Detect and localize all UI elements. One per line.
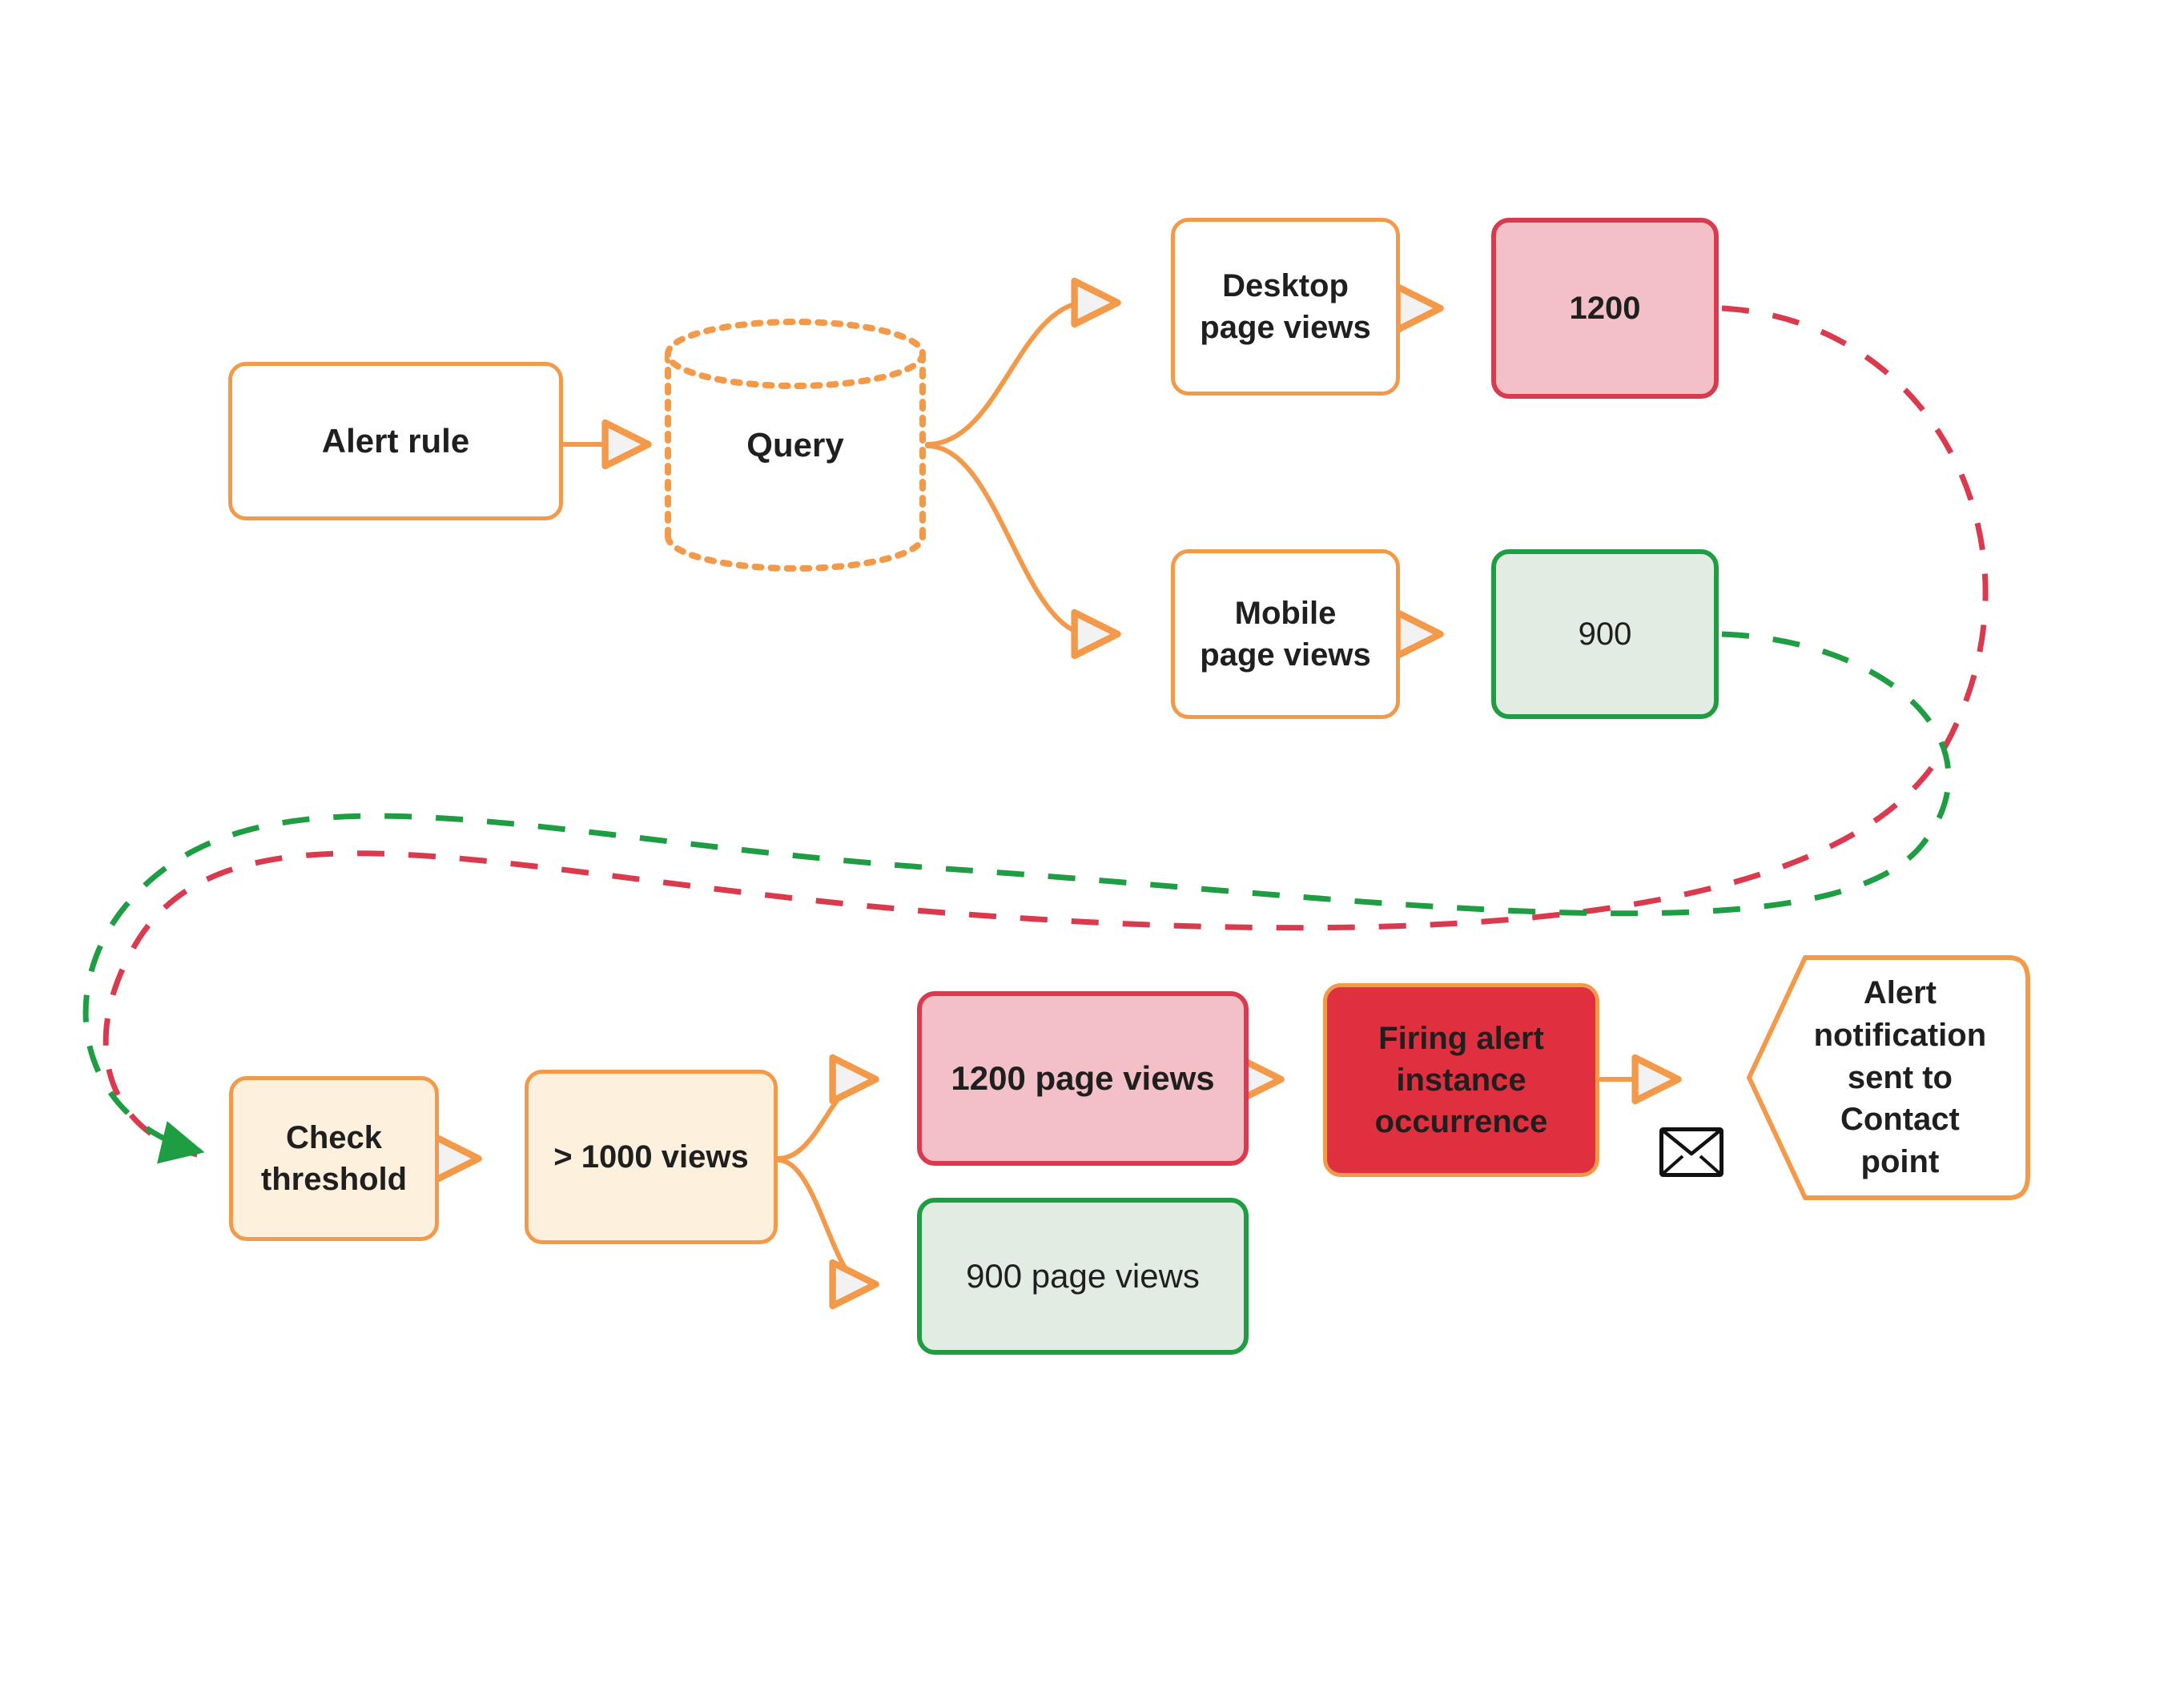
edge-900-to-check-threshold: [82, 631, 1952, 1164]
node-views-1200-label: 1200 page views: [951, 1058, 1215, 1097]
edge-query-to-desktop: [925, 277, 1121, 447]
node-check-threshold[interactable]: Check threshold: [229, 1076, 439, 1241]
edge-query-to-mobile: [925, 444, 1121, 660]
node-desktop-page-views-label: Desktop page views: [1200, 268, 1371, 345]
node-views-900[interactable]: 900 page views: [917, 1198, 1249, 1355]
node-gt-1000-views[interactable]: > 1000 views: [525, 1070, 778, 1244]
node-value-900[interactable]: 900: [1491, 549, 1719, 719]
node-query[interactable]: Query: [663, 317, 927, 573]
node-views-1200[interactable]: 1200 page views: [917, 991, 1249, 1166]
edge-gt1000-to-views1200: [776, 1054, 879, 1161]
node-alert-notification[interactable]: Alert notification sent to Contact point: [1744, 953, 2033, 1203]
edge-gt1000-to-views900: [776, 1158, 879, 1310]
hexagon-shape: [1747, 955, 2030, 1200]
node-value-1200-label: 1200: [1569, 291, 1641, 326]
node-views-900-label: 900 page views: [966, 1256, 1200, 1295]
node-mobile-page-views-label: Mobile page views: [1200, 596, 1371, 673]
node-value-900-label: 900: [1578, 617, 1632, 652]
node-check-threshold-label: Check threshold: [260, 1120, 408, 1197]
envelope-icon-glyph: [1659, 1127, 1723, 1177]
edge-1200-to-check-threshold: [103, 305, 1989, 1159]
node-alert-rule[interactable]: Alert rule: [228, 362, 563, 520]
node-value-1200[interactable]: 1200: [1491, 218, 1719, 399]
node-gt-1000-views-label: > 1000 views: [553, 1139, 749, 1175]
query-cylinder-shape: [665, 319, 926, 572]
node-firing-alert-label: Firing alert instance occurrence: [1374, 1021, 1548, 1139]
node-alert-rule-label: Alert rule: [321, 421, 470, 460]
node-desktop-page-views[interactable]: Desktop page views: [1171, 218, 1400, 396]
node-firing-alert[interactable]: Firing alert instance occurrence: [1323, 983, 1599, 1177]
envelope-icon: [1659, 1127, 1723, 1177]
node-query-label: Query: [746, 426, 844, 464]
node-alert-notification-label: Alert notification sent to Contact point: [1813, 975, 1987, 1180]
node-mobile-page-views[interactable]: Mobile page views: [1171, 549, 1400, 719]
